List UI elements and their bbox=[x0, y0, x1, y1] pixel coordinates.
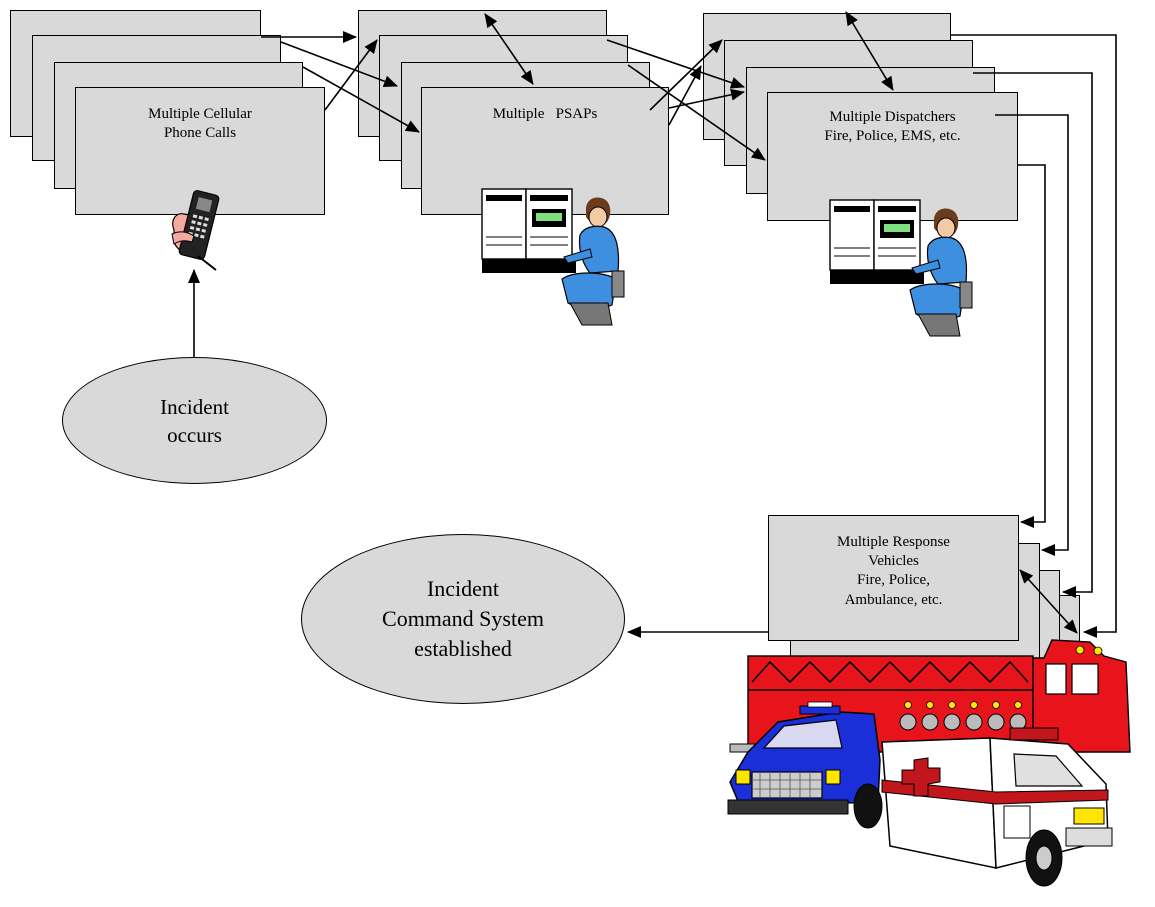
police-car-icon bbox=[727, 701, 883, 829]
calls-label-1: Multiple Cellular bbox=[148, 106, 252, 122]
psap-label: Multiple PSAPs bbox=[492, 106, 598, 122]
calls-label-2: Phone Calls bbox=[163, 125, 237, 141]
arrow-dispatch-to-vehicles-3 bbox=[973, 72, 1093, 598]
arrow-psap-to-dispatch-4 bbox=[668, 65, 702, 126]
ambulance-icon bbox=[881, 727, 1113, 887]
arrow-dispatch-to-vehicles-4 bbox=[951, 34, 1117, 638]
vehicles-label-4: Ambulance, etc. bbox=[844, 592, 943, 608]
arrow-calls-to-psap-4 bbox=[324, 39, 378, 111]
vehicles-box: Multiple Response Vehicles Fire, Police,… bbox=[768, 515, 1019, 641]
psap-dispatcher-icon bbox=[481, 188, 625, 326]
command-label-2: Command System bbox=[382, 606, 544, 631]
vehicles-label-1: Multiple Response bbox=[837, 534, 950, 550]
arrow-vehicle-exchange bbox=[1019, 569, 1078, 634]
dispatch-label-2: Fire, Police, EMS, etc. bbox=[824, 128, 961, 144]
incident-label-1: Incident bbox=[160, 394, 229, 419]
dispatch-label-1: Multiple Dispatchers bbox=[829, 109, 956, 125]
incident-oval: Incident occurs bbox=[62, 357, 327, 484]
vehicles-label-2: Vehicles bbox=[868, 553, 919, 569]
arrow-psap-to-dispatch-3 bbox=[649, 39, 723, 111]
cellular-phone-icon bbox=[171, 190, 220, 271]
arrow-psap-to-dispatch-2 bbox=[627, 64, 766, 161]
command-label-1: Incident bbox=[426, 576, 500, 601]
arrow-dispatch-exchange bbox=[845, 11, 894, 91]
arrow-calls-to-psap-3 bbox=[302, 66, 420, 133]
arrow-psap-to-dispatch-1 bbox=[606, 39, 745, 89]
arrow-dispatch-to-vehicles-2 bbox=[995, 114, 1069, 556]
arrow-dispatch-to-vehicles-1 bbox=[1018, 164, 1046, 528]
incident-label-2: occurs bbox=[167, 422, 222, 447]
arrow-psap-exchange bbox=[484, 13, 534, 85]
dispatch-dispatcher-icon bbox=[829, 199, 973, 337]
command-label-3: established bbox=[414, 636, 512, 661]
command-oval: Incident Command System established bbox=[301, 534, 625, 704]
vehicles-label-3: Fire, Police, bbox=[857, 572, 930, 588]
arrow-psap-to-dispatch-5 bbox=[668, 88, 745, 109]
arrow-calls-to-psap-2 bbox=[280, 41, 398, 87]
